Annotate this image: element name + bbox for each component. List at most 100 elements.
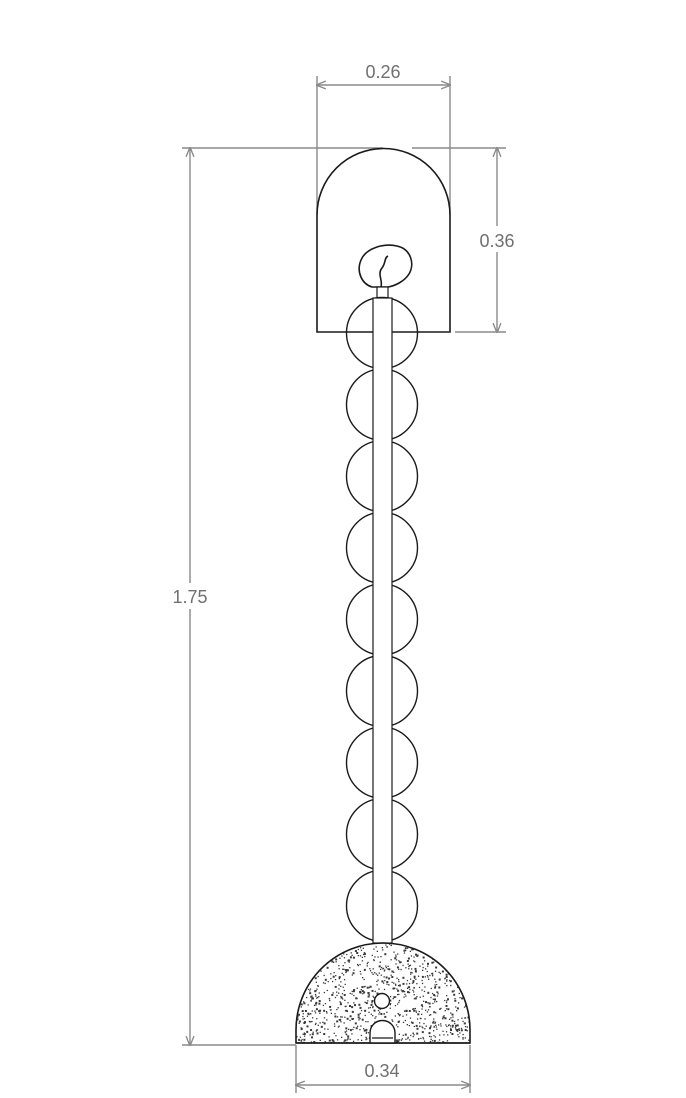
- base-speckle: [374, 972, 376, 974]
- base-speckle: [416, 954, 419, 957]
- base-speckle: [432, 998, 434, 1000]
- base-speckle: [307, 1012, 310, 1015]
- base-speckle: [398, 1001, 400, 1003]
- base-speckle: [397, 1020, 400, 1023]
- base-speckle: [383, 1013, 385, 1015]
- base-speckle: [421, 1008, 423, 1010]
- base-speckle: [397, 989, 400, 992]
- base-speckle: [441, 970, 444, 973]
- base-speckle: [445, 1001, 448, 1004]
- base-speckle: [440, 1025, 442, 1027]
- base-speckle: [438, 1039, 441, 1041]
- base-speckle: [444, 1017, 447, 1020]
- base-speckle: [370, 1013, 372, 1015]
- base-speckle: [419, 1025, 421, 1027]
- base-speckle: [360, 949, 363, 951]
- base-speckle: [415, 1011, 417, 1013]
- base-speckle: [404, 1019, 406, 1022]
- base-speckle: [338, 992, 340, 994]
- base-speckle: [464, 1017, 466, 1019]
- base-speckle: [409, 964, 412, 966]
- base-speckle: [316, 1029, 319, 1031]
- bulb-socket: [376, 286, 389, 299]
- base-speckle: [422, 1027, 424, 1029]
- base-speckle: [450, 1017, 452, 1019]
- base-speckle: [437, 993, 439, 995]
- base-speckle: [420, 1004, 423, 1007]
- base-speckle: [340, 995, 342, 998]
- base-speckle: [398, 1015, 401, 1017]
- base-speckle: [335, 958, 338, 961]
- base-speckle: [392, 998, 394, 1000]
- base-speckle: [329, 1005, 332, 1008]
- base-speckle: [387, 965, 389, 967]
- base-speckle: [334, 1013, 336, 1015]
- base-speckle: [359, 1006, 362, 1009]
- base-speckle: [334, 985, 337, 988]
- base-speckle: [449, 980, 452, 983]
- base-speckle: [363, 978, 365, 981]
- base-speckle: [360, 1034, 363, 1037]
- base-speckle: [433, 1030, 435, 1032]
- lamp-base: [295, 942, 471, 1044]
- base-speckle: [352, 1028, 354, 1031]
- base-speckle: [316, 1029, 318, 1031]
- lamp-stem: [345, 296, 419, 944]
- base-speckle: [431, 972, 434, 974]
- base-speckle: [416, 1027, 419, 1030]
- base-speckle: [338, 984, 340, 986]
- base-speckle: [364, 1001, 366, 1003]
- base-speckle: [349, 1038, 351, 1040]
- base-speckle: [331, 993, 334, 996]
- base-speckle: [395, 959, 398, 961]
- base-speckle: [380, 974, 382, 976]
- base-speckle: [456, 1010, 458, 1012]
- base-speckle: [396, 988, 398, 990]
- base-speckle: [427, 1002, 429, 1004]
- base-speckle: [356, 997, 358, 1000]
- base-speckle: [430, 1014, 432, 1016]
- base-speckle: [448, 1024, 450, 1027]
- base-speckle: [406, 987, 409, 989]
- base-speckle: [348, 959, 351, 962]
- base-speckle: [410, 978, 412, 980]
- base-speckle: [364, 953, 366, 955]
- base-speckle: [445, 1031, 448, 1033]
- base-speckle: [393, 951, 395, 953]
- base-speckle: [429, 1027, 431, 1030]
- base-speckle: [303, 1017, 306, 1020]
- base-speckle: [357, 948, 359, 951]
- base-speckle: [297, 1016, 299, 1018]
- base-speckle: [413, 960, 415, 962]
- base-speckle: [432, 974, 434, 976]
- base-speckle: [450, 1012, 452, 1014]
- base-speckle: [311, 1010, 313, 1012]
- base-speckle: [421, 982, 424, 985]
- base-speckle: [349, 967, 351, 969]
- base-speckle: [456, 1007, 459, 1010]
- base-speckle: [302, 1015, 304, 1018]
- base-speckle: [345, 1030, 348, 1032]
- base-speckle: [304, 1021, 306, 1024]
- base-speckle: [416, 1018, 419, 1020]
- base-speckle: [415, 953, 417, 956]
- base-speckle: [433, 994, 436, 996]
- base-speckle: [351, 990, 353, 993]
- base-speckle: [343, 1022, 345, 1024]
- base-speckle: [459, 997, 461, 999]
- base-speckle: [377, 956, 379, 958]
- base-speckle: [373, 1009, 376, 1012]
- base-speckle: [383, 988, 386, 991]
- base-speckle: [384, 953, 387, 956]
- bulb-filament: [379, 255, 389, 288]
- base-speckle: [443, 1015, 445, 1017]
- base-speckle: [300, 1040, 302, 1042]
- base-switch-button: [373, 992, 391, 1010]
- base-speckle: [318, 992, 320, 994]
- base-outline: [295, 942, 471, 1044]
- base-speckle: [367, 992, 369, 994]
- base-speckle: [402, 976, 405, 979]
- base-speckle: [401, 1038, 403, 1040]
- base-speckle: [408, 968, 410, 970]
